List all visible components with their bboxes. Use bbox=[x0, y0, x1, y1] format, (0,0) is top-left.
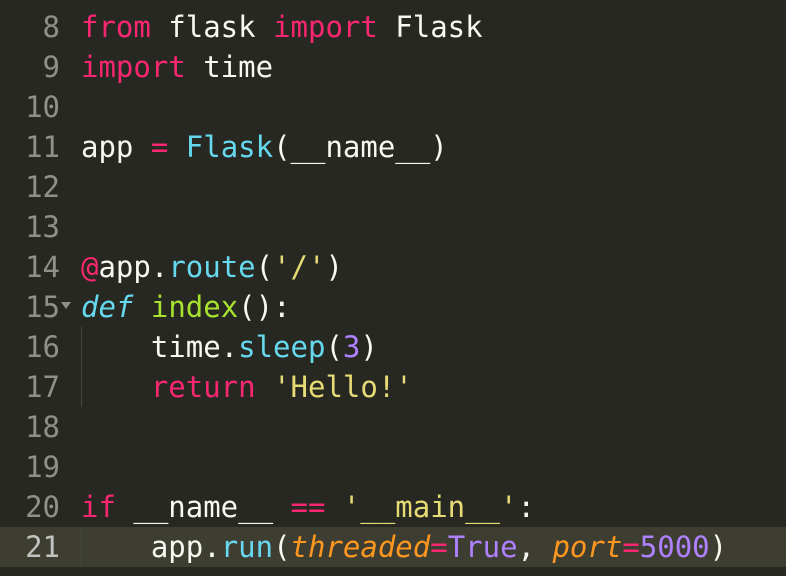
code-token bbox=[256, 370, 273, 404]
code-token: __name__ bbox=[115, 490, 291, 524]
code-token: app. bbox=[81, 530, 221, 564]
code-text: time.sleep(3) bbox=[81, 327, 378, 367]
code-token: import bbox=[273, 10, 378, 44]
line-number: 17 bbox=[25, 370, 60, 404]
code-token: from bbox=[81, 10, 151, 44]
code-line[interactable]: 21 app.run(threaded=True, port=5000) bbox=[0, 527, 786, 567]
code-line[interactable]: 12 bbox=[0, 167, 786, 207]
code-text: @app.route('/') bbox=[81, 247, 343, 287]
indent-guide bbox=[81, 527, 82, 567]
code-line[interactable]: 16 time.sleep(3) bbox=[0, 327, 786, 367]
code-token: time bbox=[185, 50, 274, 84]
code-token: == bbox=[290, 490, 326, 524]
code-token: sleep bbox=[238, 330, 326, 364]
code-token: ( bbox=[255, 250, 274, 284]
code-line[interactable]: 20 if __name__ == '__main__': bbox=[0, 487, 786, 527]
code-token: run bbox=[220, 530, 274, 564]
code-token: ( bbox=[325, 330, 343, 364]
line-number: 15 bbox=[25, 290, 60, 324]
code-text: app = Flask(__name__) bbox=[81, 127, 448, 167]
code-token: def bbox=[81, 290, 134, 324]
code-token: route bbox=[168, 250, 256, 284]
code-token bbox=[325, 490, 342, 524]
line-number: 16 bbox=[25, 330, 60, 364]
line-number: 12 bbox=[25, 170, 60, 204]
code-text: app.run(threaded=True, port=5000) bbox=[81, 527, 727, 567]
fold-arrow-icon[interactable] bbox=[61, 302, 71, 309]
code-text: return 'Hello!' bbox=[81, 367, 413, 407]
code-token: True bbox=[447, 530, 518, 564]
code-token: = bbox=[622, 530, 640, 564]
line-number: 18 bbox=[25, 410, 60, 444]
code-token: flask bbox=[150, 10, 274, 44]
code-line[interactable]: 18 bbox=[0, 407, 786, 447]
code-line[interactable]: 13 bbox=[0, 207, 786, 247]
line-number: 13 bbox=[25, 210, 60, 244]
code-text: import time bbox=[81, 47, 273, 87]
code-token: ) bbox=[325, 250, 343, 284]
code-token: @ bbox=[81, 250, 99, 284]
indent-guide bbox=[81, 327, 82, 407]
code-line[interactable]: 15 def index(): bbox=[0, 287, 786, 327]
code-token bbox=[133, 290, 150, 324]
code-token: ( bbox=[273, 530, 291, 564]
code-token: = bbox=[150, 130, 169, 164]
code-token: = bbox=[430, 530, 448, 564]
code-token: 5000 bbox=[639, 530, 710, 564]
code-token: Flask bbox=[377, 10, 483, 44]
code-token: , bbox=[517, 530, 553, 564]
code-token: return bbox=[150, 370, 256, 404]
code-token: port bbox=[552, 530, 623, 564]
code-line[interactable]: 8 from flask import Flask bbox=[0, 7, 786, 47]
line-number: 19 bbox=[25, 450, 60, 484]
code-token: index bbox=[150, 290, 239, 324]
code-text: if __name__ == '__main__': bbox=[81, 487, 535, 527]
code-line[interactable]: 17 return 'Hello!' bbox=[0, 367, 786, 407]
code-text: def index(): bbox=[81, 287, 291, 327]
code-line[interactable]: 9 import time bbox=[0, 47, 786, 87]
code-token: ) bbox=[709, 530, 728, 564]
code-token: (): bbox=[238, 290, 291, 324]
code-token: app bbox=[81, 130, 151, 164]
code-token: app. bbox=[98, 250, 169, 284]
code-line[interactable]: 11 app = Flask(__name__) bbox=[0, 127, 786, 167]
code-token bbox=[81, 370, 151, 404]
line-number: 8 bbox=[42, 10, 60, 44]
code-token: (__name__) bbox=[273, 130, 448, 164]
code-line[interactable]: 19 bbox=[0, 447, 786, 487]
line-number: 20 bbox=[25, 490, 60, 524]
line-number: 21 bbox=[25, 530, 60, 564]
code-token: ) bbox=[360, 330, 378, 364]
code-line[interactable]: 10 bbox=[0, 87, 786, 127]
code-token: import bbox=[81, 50, 186, 84]
line-number: 10 bbox=[25, 90, 60, 124]
code-line[interactable]: 14 @app.route('/') bbox=[0, 247, 786, 287]
code-token bbox=[168, 130, 185, 164]
code-token: '/' bbox=[273, 250, 326, 284]
code-text: from flask import Flask bbox=[81, 7, 483, 47]
line-number: 11 bbox=[25, 130, 60, 164]
line-number: 9 bbox=[42, 50, 60, 84]
code-token: threaded bbox=[290, 530, 431, 564]
code-token: : bbox=[517, 490, 535, 524]
code-token: 3 bbox=[342, 330, 361, 364]
line-number: 14 bbox=[25, 250, 60, 284]
code-token: '__main__' bbox=[342, 490, 518, 524]
code-token: time. bbox=[81, 330, 239, 364]
code-token: Flask bbox=[185, 130, 274, 164]
code-token: if bbox=[81, 490, 116, 524]
code-token: 'Hello!' bbox=[273, 370, 413, 404]
